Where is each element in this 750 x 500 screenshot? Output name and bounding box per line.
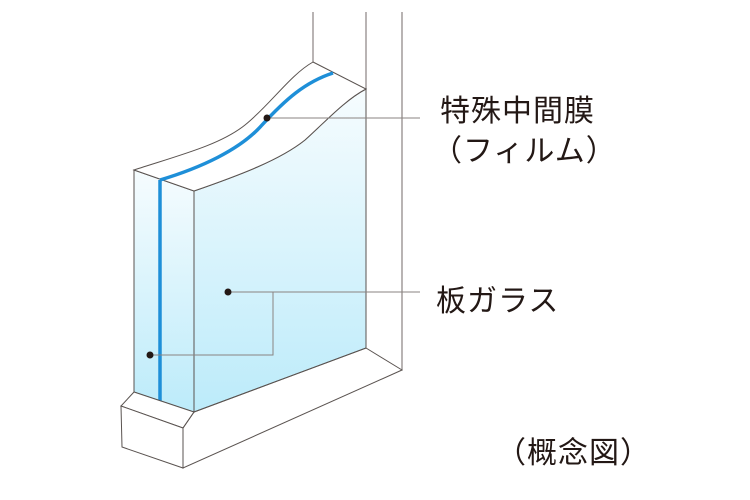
film-callout-dot bbox=[263, 114, 271, 122]
label-interlayer-film: 特殊中間膜 bbox=[440, 94, 595, 129]
label-concept-caption: （概念図） bbox=[496, 436, 651, 471]
glass-callout-dot-front bbox=[224, 288, 232, 296]
glass-side-face bbox=[133, 169, 195, 413]
leader-lines bbox=[150, 117, 420, 356]
glass-top-edge bbox=[132, 61, 368, 192]
window-frame bbox=[312, 12, 403, 370]
interlayer-film bbox=[159, 71, 334, 182]
label-sheet-glass: 板ガラス bbox=[436, 284, 560, 319]
glass-callout-dot-side bbox=[146, 351, 154, 359]
label-film-subtitle: （フィルム） bbox=[432, 134, 617, 169]
callout-dots bbox=[146, 114, 271, 359]
window-sill bbox=[120, 347, 404, 469]
